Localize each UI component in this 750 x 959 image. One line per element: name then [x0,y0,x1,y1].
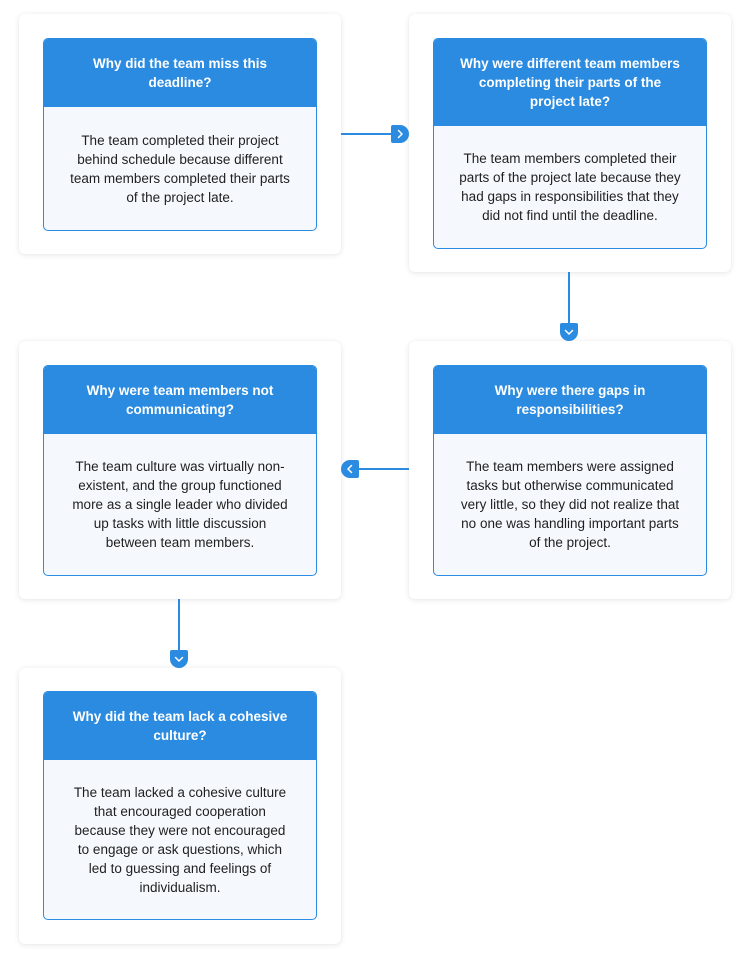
connector-line-2-3 [568,272,570,326]
step-box-4: Why were team members not communicating?… [43,365,317,576]
step-answer-5: The team lacked a cohesive culture that … [73,784,287,895]
chevron-down-icon [174,656,184,662]
step-answer-1: The team completed their project behind … [70,132,290,205]
step-box-2: Why were different team members completi… [433,38,707,249]
step-question-2: Why were different team members completi… [434,39,706,126]
step-answer-4: The team culture was virtually non-exist… [72,459,288,550]
step-card-5: Why did the team lack a cohesive culture… [19,668,341,944]
connector-line-4-5 [178,599,180,653]
connector-arrow-4-5 [170,650,188,668]
connector-line-1-2 [341,133,397,135]
step-card-1: Why did the team miss this deadline? The… [19,14,341,254]
chevron-right-icon [397,129,403,139]
step-question-5: Why did the team lack a cohesive culture… [44,692,316,760]
step-box-3: Why were there gaps in responsibilities?… [433,365,707,576]
connector-arrow-1-2 [391,125,409,143]
step-question-1: Why did the team miss this deadline? [44,39,316,107]
step-box-5: Why did the team lack a cohesive culture… [43,691,317,920]
connector-arrow-2-3 [560,323,578,341]
step-card-3: Why were there gaps in responsibilities?… [409,341,731,599]
step-card-4: Why were team members not communicating?… [19,341,341,599]
chevron-down-icon [564,329,574,335]
step-box-1: Why did the team miss this deadline? The… [43,38,317,231]
connector-arrow-3-4 [341,460,359,478]
step-question-3: Why were there gaps in responsibilities? [434,366,706,434]
step-question-4: Why were team members not communicating? [44,366,316,434]
step-answer-2: The team members completed their parts o… [459,151,681,223]
step-answer-3: The team members were assigned tasks but… [460,459,680,550]
step-card-2: Why were different team members completi… [409,14,731,272]
connector-line-3-4 [352,468,409,470]
chevron-left-icon [347,464,353,474]
